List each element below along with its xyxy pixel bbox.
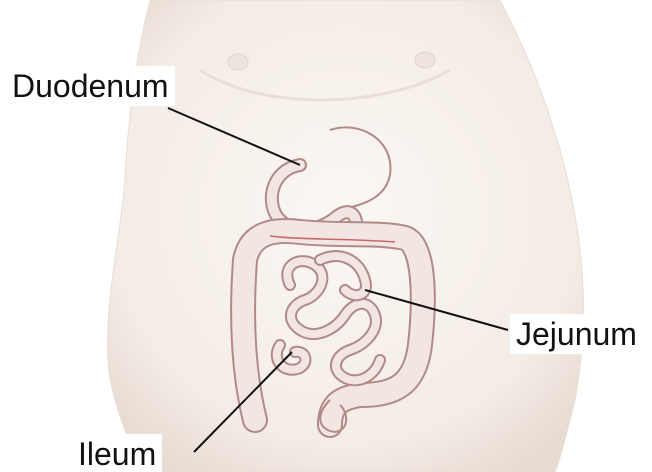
left-nipple bbox=[228, 54, 248, 70]
jejunum-label: Jejunum bbox=[510, 314, 643, 354]
ileum-label: Ileum bbox=[72, 434, 162, 472]
right-nipple bbox=[415, 52, 435, 68]
duodenum-label: Duodenum bbox=[6, 66, 175, 106]
